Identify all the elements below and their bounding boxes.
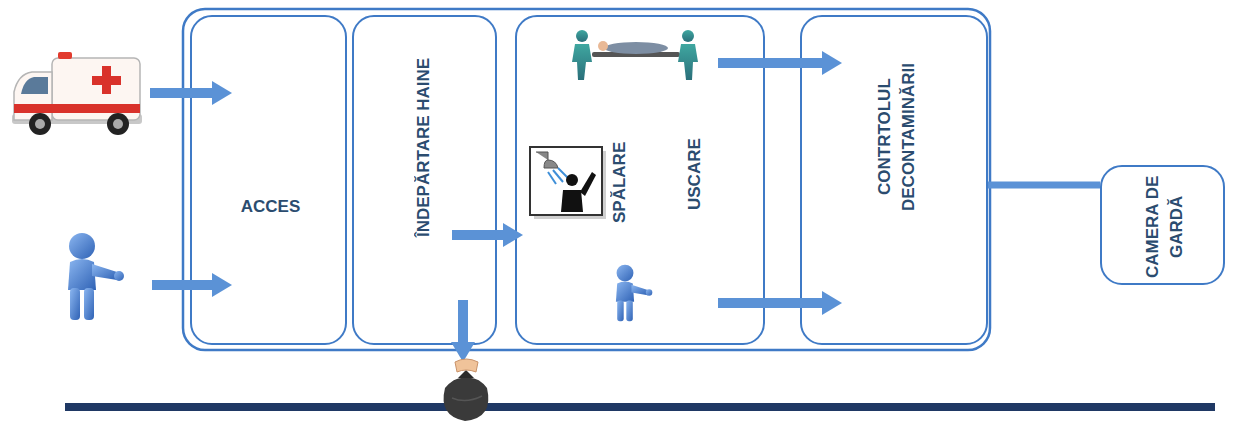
- connector-line: [988, 182, 1100, 189]
- box-label: USCARE: [683, 112, 707, 237]
- bottom-bar: [65, 403, 1215, 411]
- box-label: ÎNDEPĂRTARE HAINE: [412, 32, 436, 262]
- process-box: SPĂLARE USCARE: [515, 15, 765, 345]
- outer-frame: [183, 9, 990, 350]
- box-label: SPĂLARE: [608, 120, 632, 245]
- process-box: ÎNDEPĂRTARE HAINE: [352, 15, 497, 345]
- box-label: ACCES: [241, 195, 301, 219]
- process-box: CAMERA DE GARDĂ: [1100, 165, 1225, 285]
- box-label: CAMERA DE GARDĂ: [1141, 170, 1189, 284]
- process-box: ACCES: [190, 15, 347, 345]
- person-icon: [68, 233, 124, 320]
- ambulance-icon: [12, 52, 142, 135]
- trash-bag-icon: [444, 359, 489, 421]
- process-box: CONTRTOLUL DECONTAMINĂRII: [800, 15, 988, 345]
- box-label: CONTRTOLUL DECONTAMINĂRII: [873, 48, 921, 226]
